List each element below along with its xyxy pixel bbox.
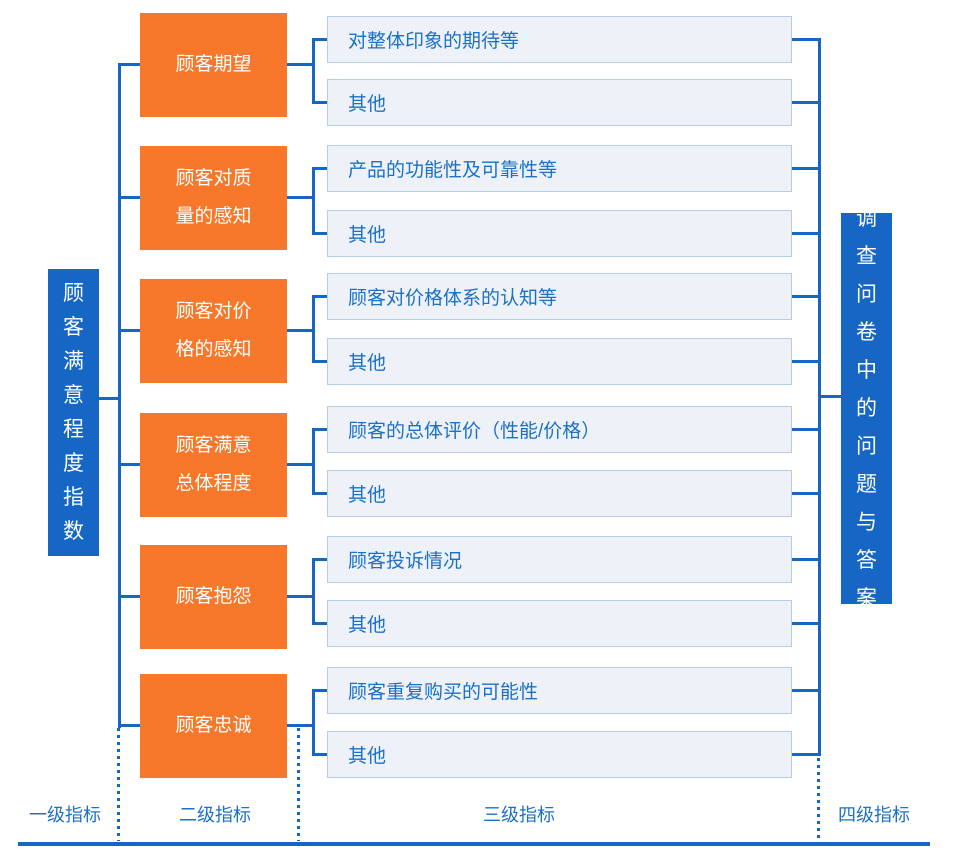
- level4-node: 调查问卷中的问题与答案: [841, 207, 892, 610]
- connector-bracket-to-box1: [315, 689, 327, 692]
- level3-label: 其他: [348, 225, 387, 246]
- connector-bracket-to-box1: [315, 38, 327, 41]
- level3-label: 产品的功能性及可靠性等: [348, 160, 558, 181]
- connector-trunk-to-level2: [121, 463, 140, 466]
- level2-label-line: 量的感知: [175, 206, 252, 227]
- level1-label: 顾客满意程度指数: [63, 281, 84, 543]
- connector-level2-to-bracket: [287, 196, 312, 199]
- connector-box-to-level4-trunk: [792, 558, 818, 561]
- connector-bracket-to-box2: [315, 492, 327, 495]
- connector-level2-to-bracket: [287, 595, 312, 598]
- axis-label-level2: 二级指标: [179, 805, 251, 825]
- level3-node-2-0: 顾客对价格体系的认知等: [327, 273, 792, 320]
- level2-node-4: 顾客抱怨: [140, 545, 287, 649]
- connector-bracket-to-box2: [315, 622, 327, 625]
- connector-bracket-to-box1: [315, 558, 327, 561]
- connector-bracket-to-box2: [315, 360, 327, 363]
- axis-label-level1: 一级指标: [29, 805, 101, 825]
- level3-node-1-1: 其他: [327, 210, 792, 257]
- level3-node-0-0: 对整体印象的期待等: [327, 16, 792, 63]
- level3-node-3-0: 顾客的总体评价（性能/价格）: [327, 406, 792, 453]
- level2-node-1: 顾客对质量的感知: [140, 146, 287, 250]
- connector-box-to-level4-trunk: [792, 295, 818, 298]
- connector-trunk-to-level2: [121, 63, 140, 66]
- connector-bracket: [312, 428, 315, 495]
- level3-node-1-0: 产品的功能性及可靠性等: [327, 145, 792, 192]
- level3-label: 其他: [348, 94, 387, 115]
- connector-level2-to-bracket: [287, 329, 312, 332]
- connector-bracket-to-box2: [315, 232, 327, 235]
- level3-node-5-0: 顾客重复购买的可能性: [327, 667, 792, 714]
- level3-node-4-0: 顾客投诉情况: [327, 536, 792, 583]
- connector-bracket-to-box1: [315, 167, 327, 170]
- connector-trunk-to-level2: [121, 329, 140, 332]
- separator-dotted-2: [297, 728, 300, 841]
- connector-level2-to-bracket: [287, 724, 312, 727]
- level3-label: 顾客投诉情况: [348, 551, 463, 572]
- connector-bracket: [312, 167, 315, 235]
- level2-node-5: 顾客忠诚: [140, 674, 287, 778]
- connector-box-to-level4-trunk: [792, 753, 818, 756]
- level3-label: 顾客对价格体系的认知等: [348, 288, 558, 309]
- level3-node-4-1: 其他: [327, 600, 792, 647]
- connector-box-to-level4-trunk: [792, 101, 818, 104]
- level1-node: 顾客满意程度指数: [48, 269, 99, 556]
- level2-label-line: 顾客忠诚: [175, 715, 252, 736]
- connector-level2-to-bracket: [287, 63, 312, 66]
- connector-box-to-level4-trunk: [792, 232, 818, 235]
- level3-node-3-1: 其他: [327, 470, 792, 517]
- separator-dotted-3: [817, 758, 820, 841]
- level2-label-line: 顾客对质: [175, 168, 252, 189]
- level3-label: 对整体印象的期待等: [348, 31, 520, 52]
- level3-label: 顾客重复购买的可能性: [348, 682, 539, 703]
- level2-label-line: 顾客抱怨: [175, 586, 252, 607]
- connector-level2-trunk: [118, 63, 121, 728]
- connector-box-to-level4-trunk: [792, 689, 818, 692]
- level3-label: 顾客的总体评价（性能/价格）: [348, 421, 601, 442]
- level3-label: 其他: [348, 485, 387, 506]
- level2-node-2: 顾客对价格的感知: [140, 279, 287, 383]
- connector-level2-to-bracket: [287, 463, 312, 466]
- connector-box-to-level4-trunk: [792, 38, 818, 41]
- level3-label: 其他: [348, 615, 387, 636]
- connector-box-to-level4-trunk: [792, 360, 818, 363]
- separator-dotted-1: [117, 728, 120, 841]
- connector-bracket: [312, 295, 315, 363]
- connector-bracket: [312, 558, 315, 625]
- level2-label-line: 顾客期望: [175, 54, 252, 75]
- connector-level4-stub: [821, 395, 841, 398]
- connector-box-to-level4-trunk: [792, 492, 818, 495]
- connector-trunk-to-level2: [121, 595, 140, 598]
- connector-bracket: [312, 38, 315, 104]
- level3-node-0-1: 其他: [327, 79, 792, 126]
- axis-label-level3: 三级指标: [483, 805, 555, 825]
- connector-trunk-to-level2: [121, 196, 140, 199]
- axis-label-level4: 四级指标: [838, 805, 910, 825]
- level2-label-line: 顾客满意: [175, 435, 252, 456]
- level4-label: 调查问卷中的问题与答案: [856, 206, 877, 610]
- level2-label-line: 格的感知: [175, 339, 252, 360]
- connector-box-to-level4-trunk: [792, 622, 818, 625]
- connector-trunk-to-level2: [121, 724, 140, 727]
- level3-node-5-1: 其他: [327, 731, 792, 778]
- level2-label-line: 总体程度: [175, 473, 252, 494]
- connector-box-to-level4-trunk: [792, 167, 818, 170]
- level3-label: 其他: [348, 746, 387, 767]
- connector-level1-stub: [99, 397, 119, 400]
- level2-node-0: 顾客期望: [140, 13, 287, 117]
- connector-level4-trunk: [818, 38, 821, 756]
- level2-node-3: 顾客满意总体程度: [140, 413, 287, 517]
- connector-bracket-to-box2: [315, 101, 327, 104]
- connector-bracket-to-box1: [315, 295, 327, 298]
- level3-node-2-1: 其他: [327, 338, 792, 385]
- connector-bracket-to-box1: [315, 428, 327, 431]
- connector-bracket-to-box2: [315, 753, 327, 756]
- level2-label-line: 顾客对价: [175, 301, 252, 322]
- level3-label: 其他: [348, 353, 387, 374]
- connector-box-to-level4-trunk: [792, 428, 818, 431]
- bottom-rule: [18, 842, 930, 846]
- connector-bracket: [312, 689, 315, 756]
